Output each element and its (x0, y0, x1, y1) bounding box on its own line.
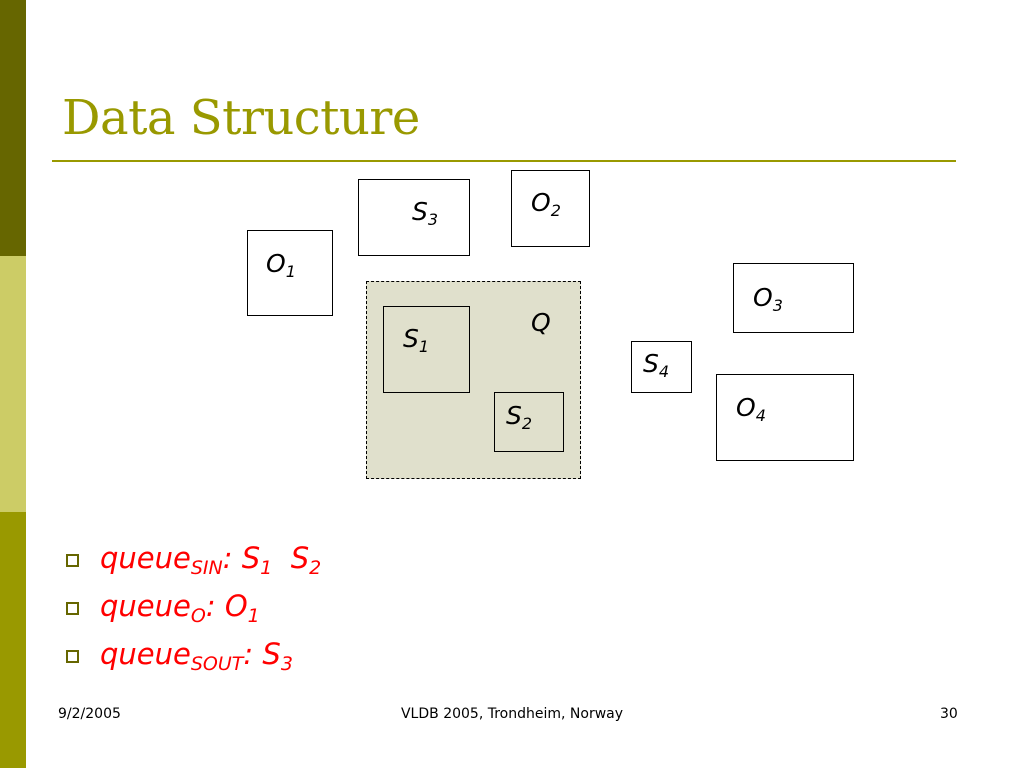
bullet-text: queueO: O1 (100, 589, 260, 627)
footer-date: 9/2/2005 (58, 706, 121, 722)
box-o2 (511, 170, 590, 247)
box-o4 (716, 374, 854, 461)
box-o3 (733, 263, 854, 333)
label-o2: O2 (531, 188, 561, 220)
side-band-top (0, 0, 26, 256)
footer-venue: VLDB 2005, Trondheim, Norway (400, 706, 624, 722)
title-rule (52, 160, 956, 162)
label-s3: S3 (412, 197, 439, 229)
bullet-text: queueSIN: S1 S2 (100, 541, 322, 579)
box-s2 (494, 392, 564, 452)
box-s3 (358, 179, 470, 256)
side-band-middle (0, 256, 26, 512)
label-o4: O4 (736, 393, 766, 425)
label-s1: S1 (403, 324, 430, 356)
square-bullet-icon (66, 650, 79, 663)
label-q: Q (531, 308, 551, 337)
side-band-bottom (0, 512, 26, 768)
label-s4: S4 (643, 349, 670, 381)
box-s1 (383, 306, 470, 393)
region-q (366, 281, 581, 479)
square-bullet-icon (66, 554, 79, 567)
bullet-text: queueSOUT: S3 (100, 637, 293, 675)
box-o1 (247, 230, 333, 316)
slide-title: Data Structure (62, 90, 420, 146)
square-bullet-icon (66, 602, 79, 615)
box-s4 (631, 341, 692, 393)
label-o1: O1 (266, 249, 296, 281)
label-s2: S2 (506, 401, 533, 433)
footer-page-number: 30 (940, 706, 958, 722)
label-o3: O3 (753, 283, 783, 315)
